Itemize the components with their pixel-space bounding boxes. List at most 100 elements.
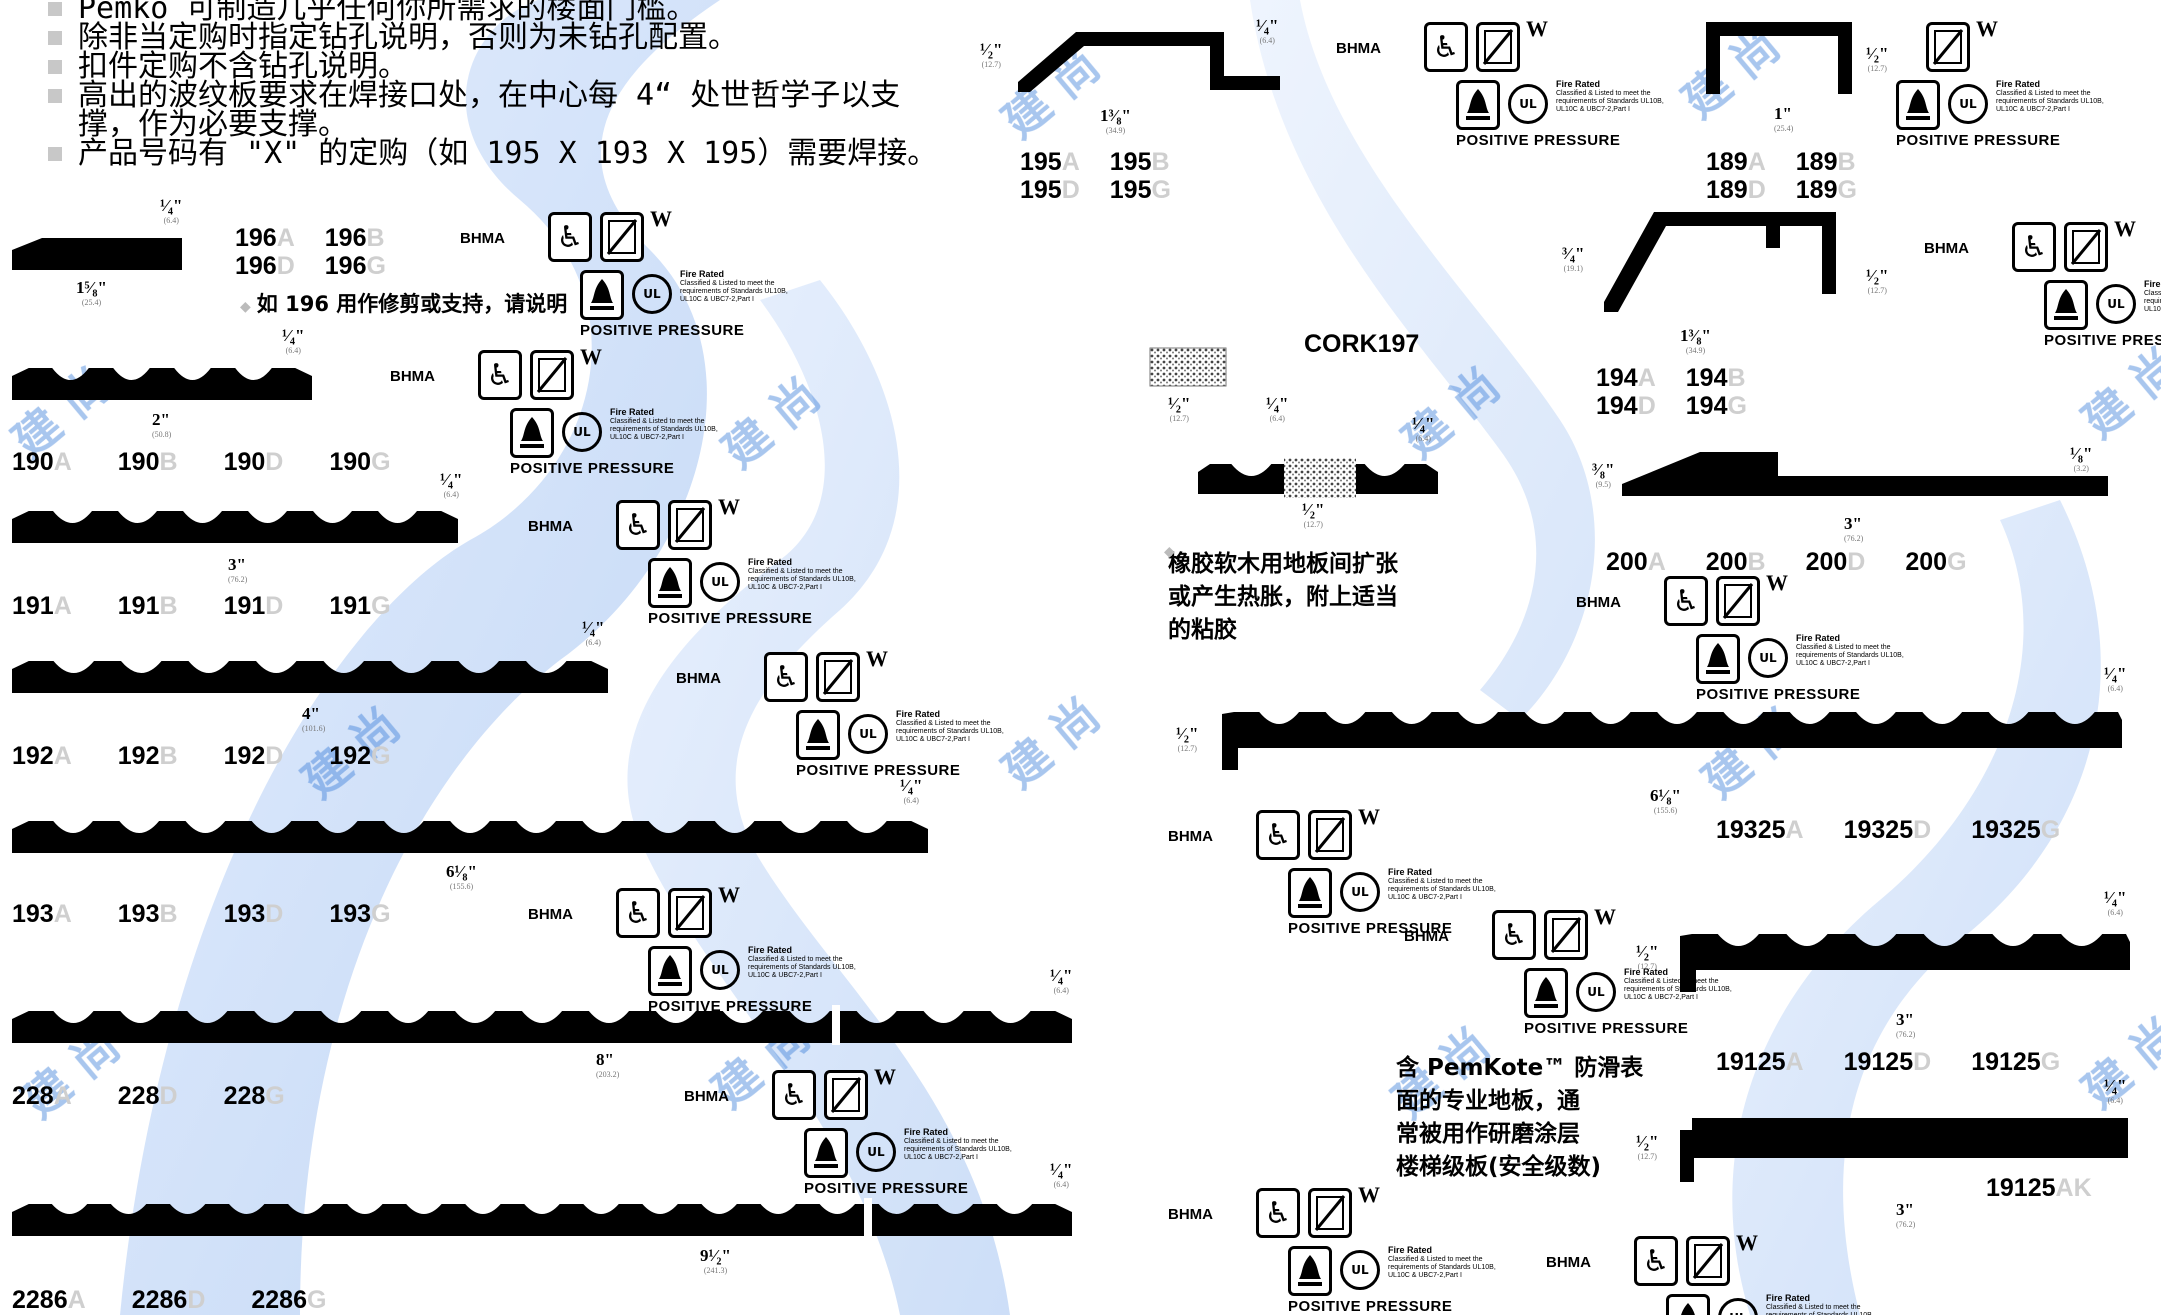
bhma-label: BHMA	[1576, 594, 1621, 611]
bhma-label: BHMA	[676, 670, 721, 687]
product-code: 194B	[1685, 364, 1746, 392]
positive-pressure-label: POSITIVE PRESSURE	[510, 460, 675, 477]
product-code: 190A	[12, 448, 72, 476]
product-code: 19325D	[1843, 816, 1932, 844]
dim-200-width: 3"(76.2)	[1844, 514, 1864, 543]
profile-194-drawing	[1604, 212, 1836, 312]
dim-19125ak-height: ¹⁄₂"(12.7)	[1636, 1132, 1659, 1161]
no-slip-icon	[1716, 576, 1760, 626]
cork-desc-line: 或产生热胀，附上适当	[1168, 584, 1398, 610]
product-code: 228G	[223, 1082, 285, 1110]
profile-228-drawing	[12, 1005, 1072, 1045]
wheelchair-icon: ♿	[1664, 576, 1708, 626]
no-slip-icon	[600, 212, 644, 262]
product-code: 19325A	[1716, 816, 1804, 844]
note-text: 高出的波纹板要求在焊接口处，在中心每 4“ 处世哲学子以支	[78, 78, 901, 113]
product-code: 196A	[235, 224, 295, 252]
dim-cork-height: ¹⁄₄"(6.4)	[1266, 394, 1289, 423]
product-code: 194G	[1685, 392, 1747, 420]
positive-pressure-label: POSITIVE PRESSURE	[1288, 1298, 1453, 1315]
dim-19125ak-width: 3"(76.2)	[1896, 1200, 1916, 1229]
no-slip-icon	[1308, 810, 1352, 860]
profile-192-drawing	[12, 661, 608, 693]
note-item: 除非当定购时指定钻孔说明，否则为未钻孔配置。	[48, 23, 1038, 53]
ul-listed-icon: UL	[1508, 84, 1548, 124]
profile-19125ak-drawing	[1680, 1118, 2128, 1182]
dim-19325-height: ¹⁄₂"(12.7)	[1176, 724, 1199, 753]
profile-190-drawing	[12, 368, 312, 400]
positive-pressure-label: POSITIVE PRESSURE	[796, 762, 961, 779]
codes-194: 194A 194B 194D 194G	[1596, 364, 1747, 420]
product-code: 196B	[324, 224, 385, 252]
profile-193-drawing	[12, 821, 928, 853]
product-code: 195B	[1109, 148, 1170, 176]
dim-191-height: ¹⁄₄"(6.4)	[440, 470, 463, 499]
codes-2286: 2286A 2286D 2286G	[12, 1286, 326, 1314]
dim-193-width: 6¹⁄₈"(155.6)	[446, 862, 477, 891]
wheelchair-icon: ♿	[1492, 910, 1536, 960]
positive-pressure-label: POSITIVE PRESSURE	[1288, 920, 1453, 937]
codes-195: 195A 195B 195D 195G	[1020, 148, 1171, 204]
product-code: 193D	[223, 900, 284, 928]
wheelchair-icon: ♿	[1634, 1236, 1678, 1286]
product-code: 19125A	[1716, 1048, 1804, 1076]
dim-19125-width: 3"(76.2)	[1896, 1010, 1916, 1039]
note-item: 撑，作为必要支撑。	[78, 107, 1038, 142]
w-label: W	[580, 344, 602, 369]
cork-desc-line: 的粘胶	[1168, 617, 1237, 643]
positive-pressure-label: POSITIVE PRESSURE	[1524, 1020, 1689, 1037]
ul-listed-icon: UL	[1748, 638, 1788, 678]
note-text: 撑，作为必要支撑。	[78, 107, 348, 142]
no-slip-icon	[1544, 910, 1588, 960]
w-label: W	[1594, 904, 1616, 929]
product-code: 194A	[1596, 364, 1656, 392]
wheelchair-icon: ♿	[616, 888, 660, 938]
w-label: W	[718, 882, 740, 907]
codes-196: 196A 196B 196D 196G	[235, 224, 386, 280]
fire-icon	[2044, 280, 2088, 330]
dim-19125ak-height2: ¹⁄₄"(6.4)	[2104, 1076, 2127, 1105]
w-label: W	[1736, 1230, 1758, 1255]
w-label: W	[1526, 16, 1548, 41]
dim-19325-width: 6¹⁄₈"(155.6)	[1650, 786, 1681, 815]
positive-pressure-label: POSITIVE PRESSURE	[2044, 332, 2161, 349]
product-code: 19125D	[1843, 1048, 1932, 1076]
product-code: 2286D	[131, 1286, 206, 1314]
product-code: 193A	[12, 900, 72, 928]
product-code: 191D	[223, 592, 284, 620]
no-slip-icon	[530, 350, 574, 400]
bhma-label: BHMA	[1168, 1206, 1213, 1223]
pemkote-note: 含 PemKote™ 防滑表 面的专业地板，通 常被用作研磨涂层 楼梯级板(安全…	[1396, 1052, 1643, 1184]
fire-icon	[1288, 868, 1332, 918]
wheelchair-icon: ♿	[1256, 810, 1300, 860]
bhma-label: BHMA	[1546, 1254, 1591, 1271]
positive-pressure-label: POSITIVE PRESSURE	[1456, 132, 1621, 149]
fire-icon	[648, 946, 692, 996]
dim-200-height: ³⁄₈"(9.5)	[1592, 460, 1615, 489]
wheelchair-icon: ♿	[764, 652, 808, 702]
dim-190-width: 2"(50.8)	[152, 410, 172, 439]
dim-195-height: ¹⁄₂"(12.7)	[980, 40, 1003, 69]
cork-title: CORK197	[1304, 330, 1420, 358]
fire-icon	[510, 408, 554, 458]
product-code: 200G	[1905, 548, 1967, 576]
no-slip-icon	[1926, 22, 1970, 72]
codes-189: 189A 189B 189D 189G	[1706, 148, 1857, 204]
product-code: 195A	[1020, 148, 1080, 176]
dim-191-width: 3"(76.2)	[228, 555, 248, 584]
product-code: 190G	[329, 448, 391, 476]
product-code: 196D	[235, 252, 295, 280]
svg-text:建 尚: 建 尚	[1392, 358, 1509, 469]
dim-cork-width2: ¹⁄₂"(12.7)	[1302, 500, 1325, 529]
positive-pressure-label: POSITIVE PRESSURE	[804, 1180, 969, 1197]
product-code: 191A	[12, 592, 72, 620]
ul-listed-icon: UL	[700, 562, 740, 602]
